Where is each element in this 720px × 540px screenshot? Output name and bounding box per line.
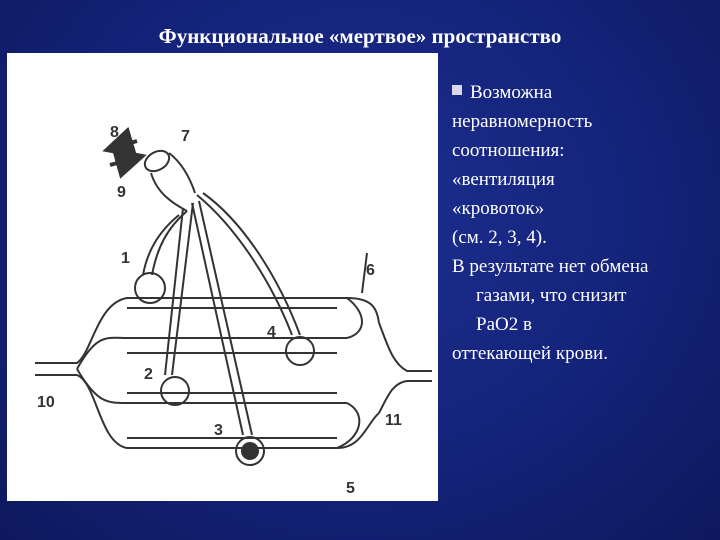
diagram-labels: 8 7 9 1 6 4 2 10 3 11 5 (37, 124, 402, 497)
label-9: 9 (117, 184, 126, 201)
bullet-text: Возможна неравномерность соотношения: «в… (452, 78, 714, 368)
label-3: 3 (214, 422, 223, 439)
label-7: 7 (181, 128, 190, 145)
bullet-line-6: (см. 2, 3, 4). (452, 227, 547, 248)
bullet-line-4: «вентиляция (452, 169, 555, 190)
airflow-arrows (102, 126, 147, 179)
label-11: 11 (385, 412, 402, 429)
bullet-line-8: газами, что снизит (476, 285, 627, 306)
bullet-line-9: PaO2 в (476, 314, 532, 335)
capillary-network (35, 252, 432, 449)
label-5: 5 (346, 480, 355, 497)
bullet-square-icon (452, 85, 462, 95)
label-4: 4 (267, 324, 276, 341)
bullet-line-7: В результате нет обмена (452, 256, 649, 277)
airway-tree (142, 149, 301, 436)
bullet-line-2: неравномерность (452, 111, 593, 132)
bullet-line-1: Возможна (452, 78, 714, 107)
lung-diagram-svg: 8 7 9 1 6 4 2 10 3 11 5 (35, 124, 432, 497)
label-10: 10 (37, 394, 55, 411)
bullet-line-5: «кровоток» (452, 198, 545, 219)
slide-title: Функциональное «мертвое» пространство (158, 24, 562, 48)
label-8: 8 (110, 124, 119, 141)
lung-diagram: 8 7 9 1 6 4 2 10 3 11 5 (7, 53, 438, 501)
bullet-line-3: соотношения: (452, 140, 565, 161)
bullet-line-10: оттекающей крови. (452, 343, 608, 364)
label-2: 2 (144, 366, 153, 383)
label-6: 6 (366, 262, 375, 279)
label-1: 1 (121, 250, 130, 267)
